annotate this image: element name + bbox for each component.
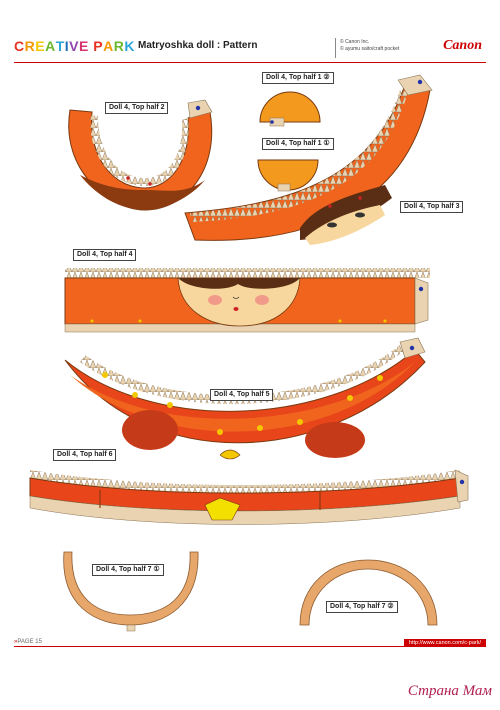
label-top-half-3: Doll 4, Top half 3 [400, 201, 464, 213]
credits: © Canon Inc. © ayumu saito/craft pocket [340, 39, 399, 53]
page-number: »PAGE 15 [14, 639, 42, 645]
label-top-half-5: Doll 4, Top half 5 [210, 389, 274, 401]
logo-letter: T [55, 38, 65, 54]
label-top-half-7-2: Doll 4, Top half 7 ② [326, 601, 398, 613]
logo-letter: R [24, 38, 36, 54]
page-arrow-icon: » [14, 639, 18, 645]
logo-letter: E [79, 38, 89, 54]
piece-top-half-7-1 [63, 551, 199, 632]
logo-letter: A [103, 38, 114, 54]
logo-letter: A [45, 38, 56, 54]
canon-logo: Canon [443, 38, 482, 53]
label-top-half-6: Doll 4, Top half 6 [53, 449, 117, 461]
logo-letter: K [124, 38, 135, 54]
glue-dot-blue [195, 105, 201, 111]
page-number-text: PAGE 15 [17, 639, 42, 645]
piece-top-half-7-2 [299, 559, 438, 626]
logo-letter: V [69, 38, 80, 54]
label-top-half-4: Doll 4, Top half 4 [73, 249, 137, 261]
piece-top-half-3 [184, 74, 433, 245]
credit-author: © ayumu saito/craft pocket [340, 46, 400, 52]
watermark: Страна Мам [407, 683, 492, 699]
label-top-half-2: Doll 4, Top half 2 [105, 102, 169, 114]
piece-top-half-1-1 [257, 159, 319, 192]
piece-top-half-1-2 [259, 91, 321, 127]
logo-letter: P [93, 38, 104, 54]
header-rule [14, 62, 486, 63]
label-top-half-7-1: Doll 4, Top half 7 ① [92, 564, 164, 576]
piece-top-half-2 [68, 99, 213, 211]
creative-park-logo: CREATIVE PARK [14, 38, 135, 54]
footer-url[interactable]: http://www.canon.com/c-park/ [403, 639, 486, 647]
label-top-half-1-2: Doll 4, Top half 1 ② [262, 72, 334, 84]
logo-letter: I [64, 38, 70, 54]
label-top-half-1-1: Doll 4, Top half 1 ① [262, 138, 334, 150]
header-separator [335, 38, 336, 58]
piece-top-half-5 [64, 337, 426, 460]
page-title: Matryoshka doll : Pattern [138, 40, 258, 51]
footer-rule [14, 646, 486, 647]
logo-letter: C [14, 38, 25, 54]
logo-letter: E [35, 38, 46, 54]
logo-letter: R [113, 38, 125, 54]
piece-top-half-6 [29, 469, 469, 525]
credit-canon: © Canon Inc. [340, 39, 370, 45]
piece-top-half-4 [64, 268, 430, 333]
